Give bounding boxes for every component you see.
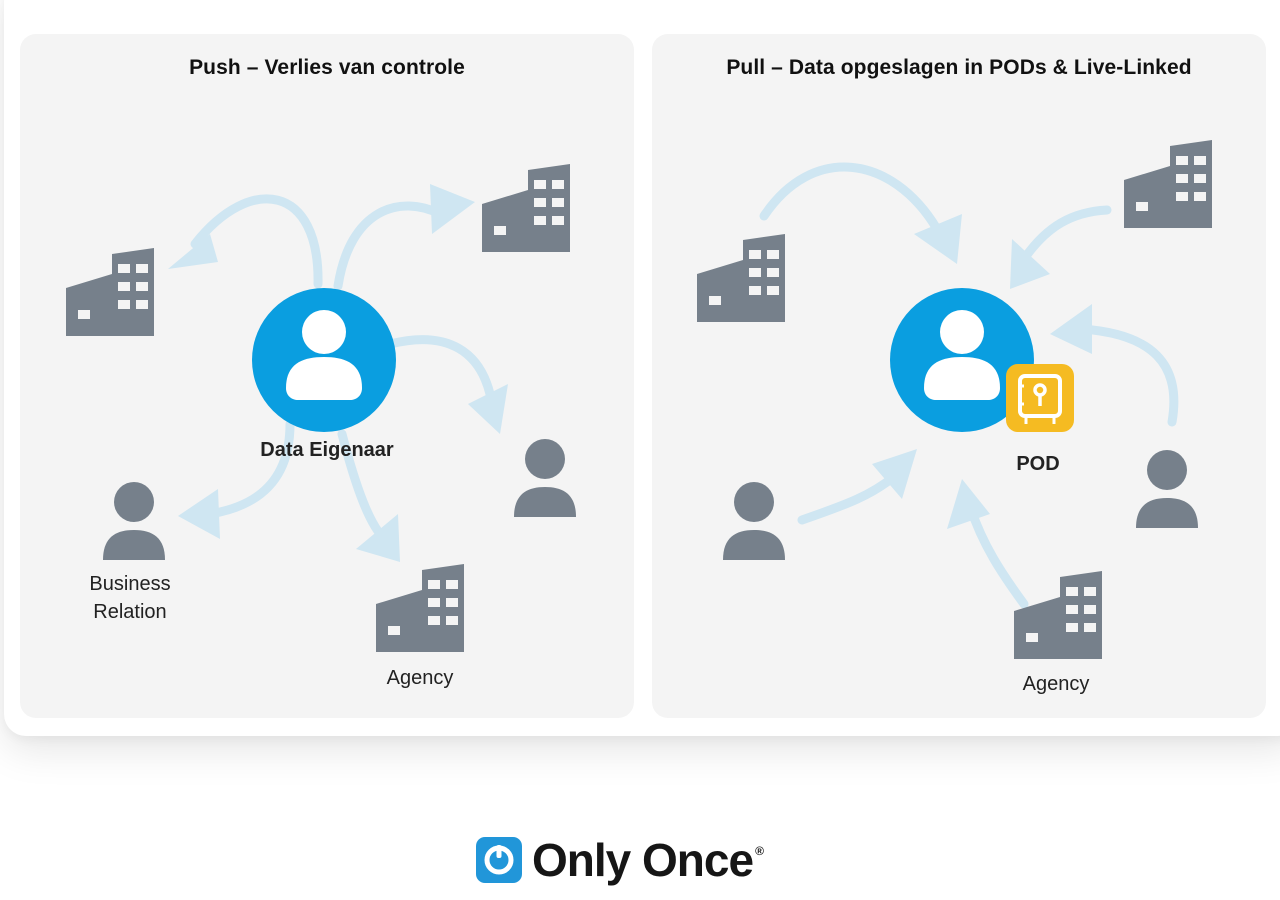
building-icon — [482, 164, 570, 252]
push-panel-title: Push – Verlies van controle — [189, 56, 465, 79]
building-icon — [1124, 140, 1212, 228]
person-icon — [514, 439, 576, 517]
pod-label: POD — [1016, 453, 1060, 475]
push-panel: Push – Verlies van controle — [20, 34, 634, 718]
person-icon — [1136, 450, 1198, 528]
push-diagram — [66, 164, 576, 652]
logo-registered-mark: ® — [755, 844, 764, 858]
building-icon — [66, 248, 154, 336]
person-icon — [723, 482, 785, 560]
data-owner-icon — [890, 288, 1034, 432]
pull-panel: Pull – Data opgeslagen in PODs & Live-Li… — [652, 34, 1266, 718]
agency-label: Agency — [386, 667, 454, 689]
business-relation-label: Business Relation — [89, 573, 171, 623]
pull-panel-title: Pull – Data opgeslagen in PODs & Live-Li… — [726, 56, 1192, 79]
building-icon — [697, 234, 785, 322]
building-icon — [376, 564, 464, 652]
person-icon — [103, 482, 165, 560]
data-owner-label: Data Eigenaar — [260, 439, 394, 461]
only-once-logo: Only Once ® — [476, 830, 764, 890]
logo-text: Only Once — [532, 834, 754, 886]
logo-mark-icon — [476, 837, 522, 883]
pull-diagram — [697, 140, 1212, 659]
agency-label: Agency — [1022, 673, 1090, 695]
data-owner-icon — [252, 288, 396, 432]
building-icon — [1014, 571, 1102, 659]
pod-safe-icon — [1006, 364, 1074, 432]
